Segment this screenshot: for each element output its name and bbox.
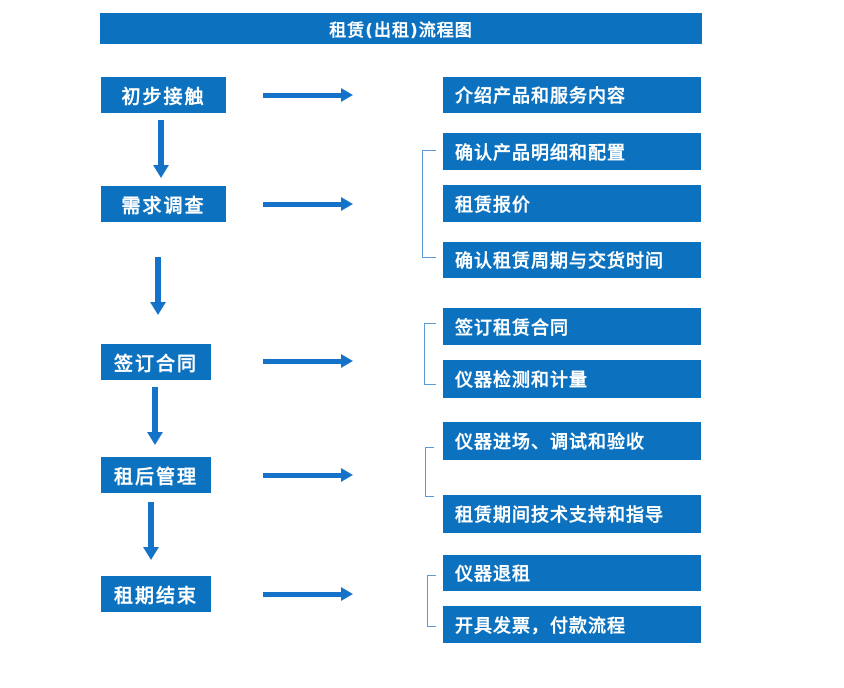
right-arrow-4 xyxy=(263,468,353,482)
right-arrow-shaft xyxy=(263,472,341,478)
right-arrow-shaft xyxy=(263,358,341,364)
down-arrow-shaft xyxy=(148,502,154,547)
down-arrow-1 xyxy=(153,120,169,178)
right-arrow-5 xyxy=(263,587,353,601)
right-arrow-head xyxy=(341,197,353,211)
step-box-sign-contract: 签订合同 xyxy=(101,344,211,380)
down-arrow-head xyxy=(147,432,163,445)
right-arrow-shaft xyxy=(263,591,341,597)
output-box-g3-1: 签订租赁合同 xyxy=(443,308,701,345)
right-arrow-head xyxy=(341,354,353,368)
output-box-g2-2: 租赁报价 xyxy=(443,185,701,222)
step-box-demand-survey: 需求调查 xyxy=(101,186,226,222)
down-arrow-head xyxy=(150,302,166,315)
output-box-g5-2: 开具发票，付款流程 xyxy=(443,606,701,643)
step-box-post-rental-management: 租后管理 xyxy=(101,457,211,493)
right-arrow-1 xyxy=(263,88,353,102)
right-arrow-shaft xyxy=(263,92,341,98)
flowchart-title: 租赁(出租)流程图 xyxy=(329,21,473,41)
bracket-group-2 xyxy=(422,150,436,258)
down-arrow-shaft xyxy=(152,387,158,432)
output-box-g3-2: 仪器检测和计量 xyxy=(443,360,701,398)
bracket-group-5 xyxy=(427,575,436,627)
down-arrow-head xyxy=(153,165,169,178)
right-arrow-3 xyxy=(263,354,353,368)
step-box-initial-contact: 初步接触 xyxy=(101,77,226,113)
output-box-g4-2: 租赁期间技术支持和指导 xyxy=(443,495,701,533)
right-arrow-head xyxy=(341,587,353,601)
output-box-g1-1: 介绍产品和服务内容 xyxy=(443,77,701,113)
down-arrow-head xyxy=(143,547,159,560)
output-box-g5-1: 仪器退租 xyxy=(443,555,701,591)
down-arrow-2 xyxy=(150,257,166,315)
down-arrow-3 xyxy=(147,387,163,445)
step-box-lease-end: 租期结束 xyxy=(101,576,211,612)
down-arrow-shaft xyxy=(158,120,164,165)
flowchart-title-bar: 租赁(出租)流程图 xyxy=(100,13,702,44)
right-arrow-head xyxy=(341,88,353,102)
output-box-g2-3: 确认租赁周期与交货时间 xyxy=(443,242,701,278)
bracket-group-4 xyxy=(425,447,434,497)
down-arrow-shaft xyxy=(155,257,161,302)
down-arrow-4 xyxy=(143,502,159,560)
right-arrow-2 xyxy=(263,197,353,211)
bracket-group-3 xyxy=(424,323,436,385)
right-arrow-head xyxy=(341,468,353,482)
output-box-g2-1: 确认产品明细和配置 xyxy=(443,133,701,170)
right-arrow-shaft xyxy=(263,201,341,207)
output-box-g4-1: 仪器进场、调试和验收 xyxy=(443,422,701,460)
